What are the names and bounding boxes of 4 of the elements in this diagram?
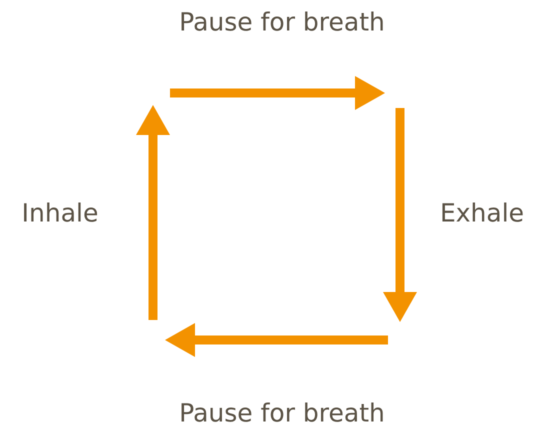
step-label: Exhale	[440, 197, 524, 230]
step-label: Inhale	[22, 197, 98, 230]
step-label: Pause for breath	[179, 6, 385, 38]
step-label: Pause for breath	[179, 397, 385, 430]
